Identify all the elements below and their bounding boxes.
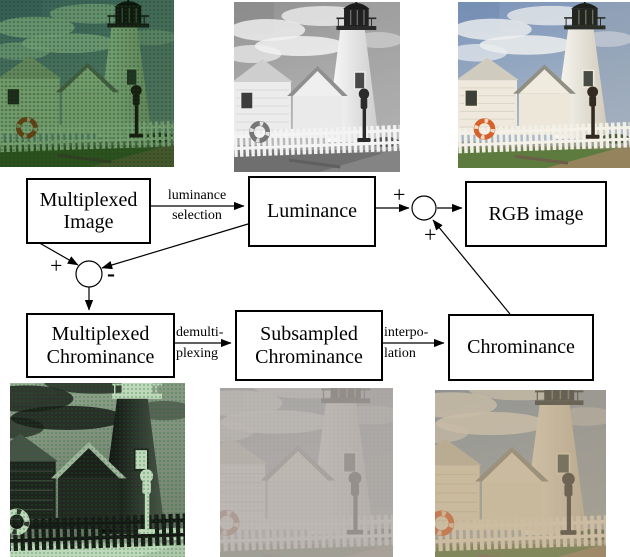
node-rgb-image: RGB image	[465, 181, 607, 247]
sum-node-2	[411, 195, 437, 221]
figure-subsampled-chrominance-photo	[220, 388, 393, 557]
node-label-line: Chrominance	[255, 345, 363, 368]
sum-node-1	[75, 260, 103, 288]
sum2-plus-sign-top: +	[393, 182, 406, 207]
node-luminance: Luminance	[248, 176, 376, 247]
figure-multiplexed-chrominance-photo	[10, 383, 185, 557]
sum2-plus-sign-bottom: +	[424, 222, 437, 247]
node-label-line: Chrominance	[467, 336, 575, 359]
node-label-line: Chrominance	[46, 345, 155, 368]
orange-tint-overlay	[435, 390, 606, 557]
node-multiplexed-image: Multiplexed Image	[26, 178, 151, 244]
sum1-minus-sign: -	[107, 261, 115, 287]
green-tint-overlay	[0, 0, 174, 167]
figure-multiplexed-image-photo	[0, 0, 174, 167]
mosaic-dots-overlay	[10, 383, 185, 557]
sum1-plus-sign: +	[50, 253, 63, 278]
edge-label-demultiplexing-line1: demulti-	[176, 325, 224, 340]
figure-rgb-image-photo	[458, 2, 630, 168]
node-label-line: RGB image	[488, 202, 584, 225]
subsample-dots-overlay	[220, 388, 393, 557]
edge-label-luminance-selection-line1: luminance	[167, 188, 227, 203]
node-label-line: Multiplexed	[51, 323, 150, 346]
figure-chrominance-photo	[435, 390, 606, 557]
node-label-line: Luminance	[267, 200, 357, 223]
edge-label-luminance-selection-line2: selection	[172, 208, 222, 223]
lighthouse-scene	[234, 2, 400, 172]
node-chrominance: Chrominance	[448, 314, 594, 381]
node-label-line: Subsampled	[260, 323, 358, 346]
node-label-line: Image	[63, 211, 114, 233]
mosaic-dots-overlay	[0, 0, 174, 167]
node-multiplexed-chrominance: Multiplexed Chrominance	[26, 313, 175, 378]
lighthouse-scene	[458, 2, 630, 168]
green-tint-overlay	[10, 383, 185, 557]
edge-label-interpolation-line1: interpo-	[384, 325, 429, 340]
edge-label-demultiplexing-line2: plexing	[176, 346, 218, 361]
edge-label-interpolation-line2: lation	[384, 346, 416, 361]
figure-luminance-photo	[234, 2, 400, 172]
node-label-line: Multiplexed	[39, 188, 138, 211]
node-subsampled-chrominance: Subsampled Chrominance	[235, 310, 383, 381]
wash-overlay	[220, 388, 393, 557]
